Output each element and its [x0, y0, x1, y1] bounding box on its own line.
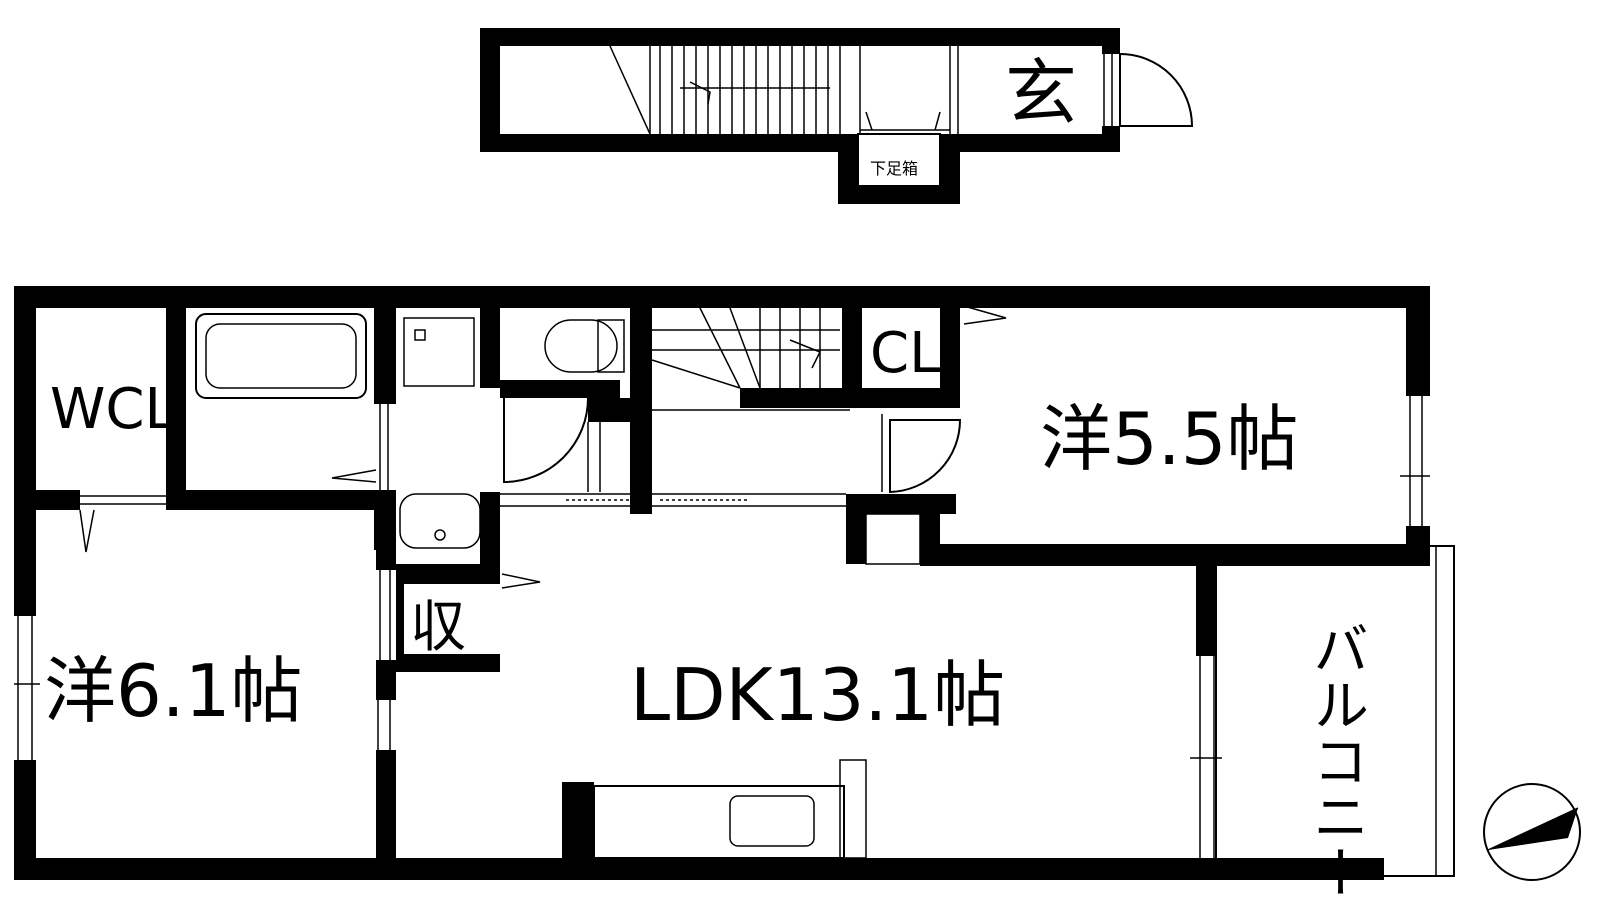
western-room-1-label: 洋5.5帖: [1040, 397, 1299, 481]
kitchen-sink-icon: [729, 795, 815, 847]
bathtub-icon: [205, 323, 357, 389]
cl-label: CL: [870, 321, 940, 386]
toilet-icon: [544, 319, 625, 373]
entrance-door[interactable]: [1103, 53, 1194, 127]
ldk-label: LDK13.1帖: [630, 653, 1005, 737]
north-arrow-icon: [1483, 783, 1581, 881]
shoe-box-label: 下足箱: [870, 159, 918, 178]
washbasin-icon: [399, 493, 481, 549]
kitchen-counter: [562, 759, 867, 859]
balcony-label: バルコニー: [1304, 620, 1369, 900]
main-floor: WCL: [14, 286, 1581, 900]
washing-machine-icon: [403, 317, 475, 387]
stairs-icon: [651, 307, 840, 389]
western-room-2-label: 洋6.1帖: [44, 649, 303, 733]
storage-label: 収: [410, 595, 466, 660]
entrance-label: 玄: [1005, 51, 1077, 135]
entrance-floor: 下足箱 玄: [480, 28, 1194, 204]
stairs-icon: [609, 45, 841, 135]
wcl-label: WCL: [50, 377, 176, 442]
